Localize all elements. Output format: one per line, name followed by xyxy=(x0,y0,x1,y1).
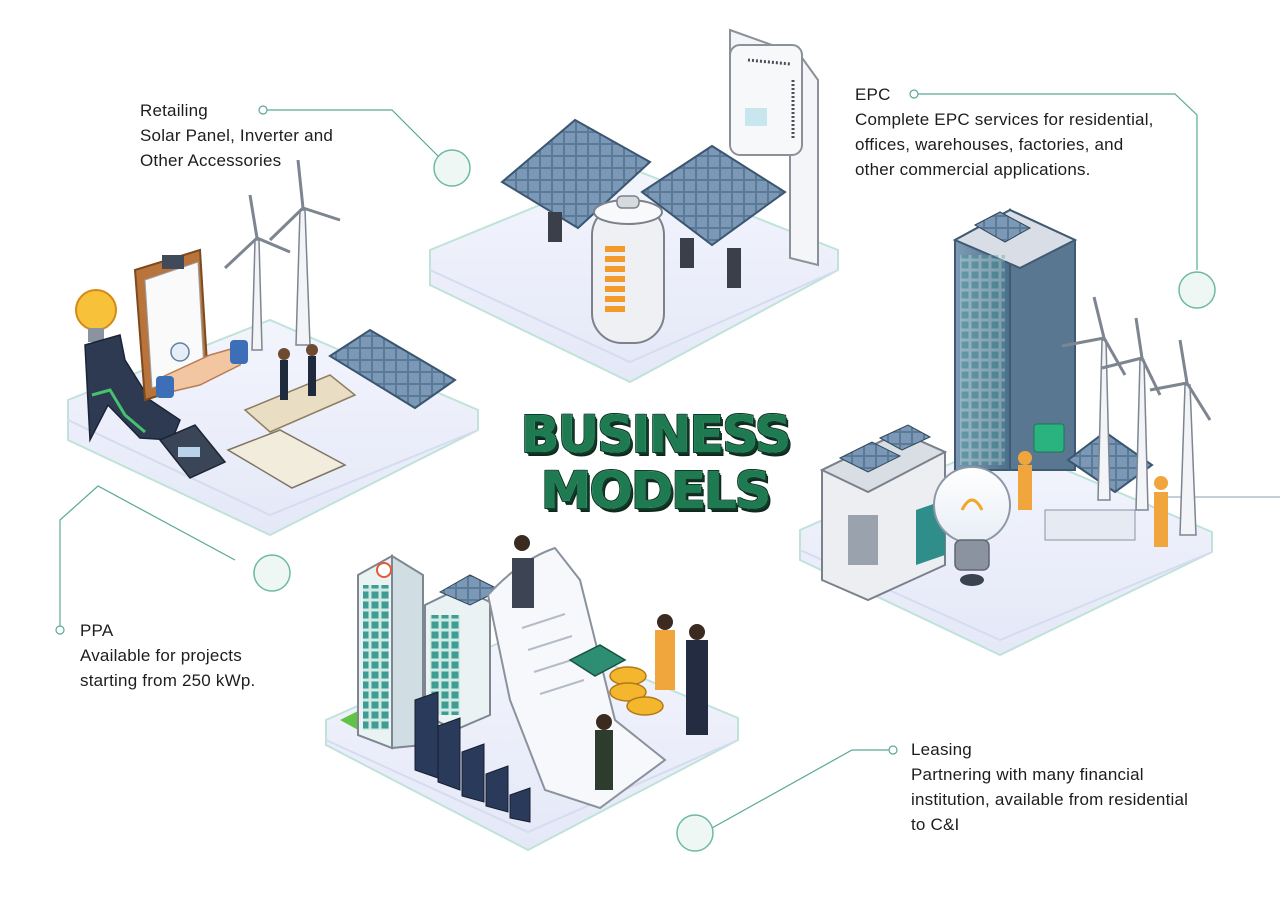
connector-leasing xyxy=(711,749,893,829)
solar-panel-icon xyxy=(1044,430,1154,541)
retailing-desc-line-2: Other Accessories xyxy=(140,151,282,170)
cash-icon xyxy=(158,424,227,479)
bar-chart-icon xyxy=(414,691,531,823)
leasing-title: Leasing xyxy=(911,740,972,759)
leasing-label: Leasing Partnering with many financial i… xyxy=(911,737,1188,837)
leasing-platform xyxy=(325,535,739,852)
connector-ppa xyxy=(59,485,236,628)
leasing-desc-line-3: to C&I xyxy=(911,815,960,834)
epc-desc-line-2: offices, warehouses, factories, and xyxy=(855,135,1124,154)
contract-icon xyxy=(486,546,667,810)
title-line-1: BUSINESS xyxy=(520,406,792,465)
bar-chart-icon xyxy=(84,334,181,443)
ppa-title: PPA xyxy=(80,621,114,640)
battery-icon xyxy=(591,195,665,344)
ppa-platform xyxy=(67,159,479,537)
light-bulb-icon xyxy=(933,466,1011,586)
epc-label: EPC Complete EPC services for residentia… xyxy=(855,82,1154,182)
ppa-desc-line-2: starting from 250 kWp. xyxy=(80,671,256,690)
light-bulb-icon xyxy=(75,289,117,342)
center-title: BUSINESS MODELS xyxy=(495,408,815,520)
epc-platform xyxy=(799,208,1213,657)
contract-icon xyxy=(133,248,210,402)
leasing-desc-line-2: institution, available from residential xyxy=(911,790,1189,809)
epc-title: EPC xyxy=(855,85,891,104)
epc-desc-line-1: Complete EPC services for residential, xyxy=(855,110,1154,129)
worker-icon xyxy=(278,344,318,400)
ppa-label: PPA Available for projects starting from… xyxy=(80,618,255,693)
connector-lines xyxy=(55,89,1280,852)
retailing-platform xyxy=(429,28,839,384)
ppa-desc-line-1: Available for projects xyxy=(80,646,242,665)
solar-panel-icon xyxy=(328,328,457,410)
wind-turbine-icon xyxy=(223,159,341,351)
inverter-icon xyxy=(729,28,819,267)
retailing-title: Retailing xyxy=(140,101,208,120)
wind-turbine-icon xyxy=(1061,296,1212,536)
title-line-2: MODELS xyxy=(540,462,772,521)
warehouse-icon xyxy=(819,424,948,602)
worker-icon xyxy=(512,535,708,790)
cash-icon xyxy=(226,374,357,489)
connector-retailing xyxy=(263,109,451,169)
retailing-desc-line-1: Solar Panel, Inverter and xyxy=(140,126,334,145)
handshake-icon xyxy=(156,340,248,398)
cash-icon xyxy=(568,644,627,677)
leasing-desc-line-1: Partnering with many financial xyxy=(911,765,1144,784)
retailing-label: Retailing Solar Panel, Inverter and Othe… xyxy=(140,98,333,173)
connector-epc xyxy=(914,93,1198,270)
coin-stack-icon xyxy=(609,666,664,716)
solar-panel-icon xyxy=(500,118,787,288)
building-icon xyxy=(952,208,1078,471)
epc-desc-line-3: other commercial applications. xyxy=(855,160,1091,179)
building-icon xyxy=(357,554,502,750)
worker-icon xyxy=(1018,451,1168,547)
